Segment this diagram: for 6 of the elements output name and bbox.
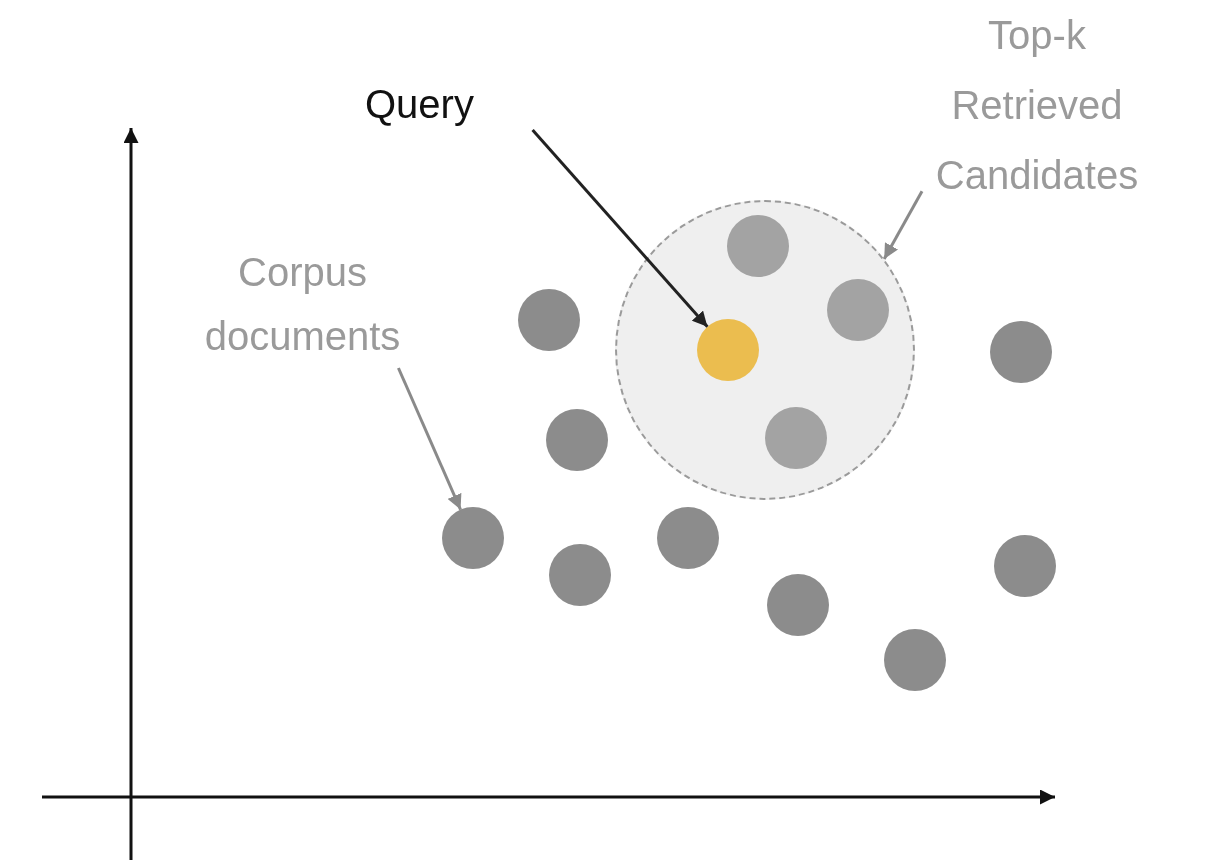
query-label: Query [365, 78, 535, 130]
candidates-label: Top-k Retrieved Candidates [922, 0, 1152, 210]
arrow [531, 129, 709, 328]
arrow [397, 367, 462, 511]
corpus-label: Corpus documents [155, 240, 450, 368]
arrow [882, 190, 924, 260]
